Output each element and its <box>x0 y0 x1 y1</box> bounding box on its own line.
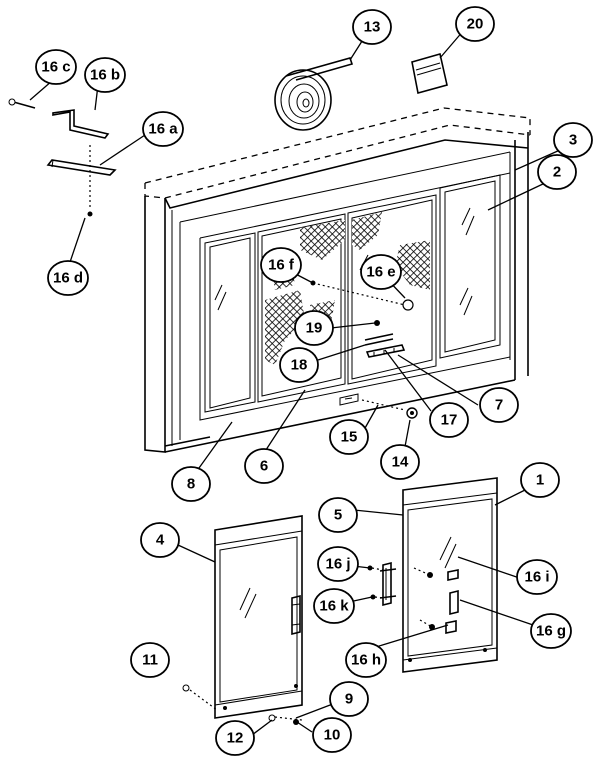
callout-3: 3 <box>553 122 593 158</box>
callout-label: 16 e <box>366 264 395 281</box>
callout-17: 17 <box>429 402 469 438</box>
callouts: 1 2 3 4 5 6 7 8 9 10 11 12 13 14 15 16 a… <box>35 6 593 756</box>
callout-8: 8 <box>171 466 211 502</box>
callout-label: 14 <box>392 454 409 471</box>
callout-16h: 16 h <box>345 642 387 678</box>
callout-16i: 16 i <box>516 559 558 595</box>
callout-10: 10 <box>312 717 352 753</box>
callout-label: 12 <box>227 730 244 747</box>
callout-15: 15 <box>329 419 369 455</box>
callout-19: 19 <box>294 310 334 346</box>
owners-manual <box>411 52 448 95</box>
callout-13: 13 <box>352 9 392 45</box>
callout-20: 20 <box>455 6 495 42</box>
callout-14: 14 <box>380 444 420 480</box>
callout-4: 4 <box>140 522 180 558</box>
callout-16j: 16 j <box>317 546 359 582</box>
callout-label: 16 k <box>319 598 349 615</box>
bracket-assembly <box>8 98 117 217</box>
callout-label: 16 c <box>41 59 70 76</box>
callout-label: 4 <box>156 532 165 549</box>
callout-label: 8 <box>187 476 195 493</box>
callout-label: 5 <box>334 507 342 524</box>
callout-label: 16 d <box>53 270 83 287</box>
callout-16d: 16 d <box>47 260 89 296</box>
right-door <box>402 477 498 673</box>
callout-9: 9 <box>329 681 369 717</box>
door-handle <box>367 561 397 607</box>
left-door <box>182 515 303 725</box>
callout-label: 16 h <box>351 652 381 669</box>
callout-label: 10 <box>324 727 341 744</box>
callout-label: 11 <box>142 652 158 669</box>
callout-16k: 16 k <box>313 588 355 624</box>
callout-label: 20 <box>467 16 484 33</box>
callout-11: 11 <box>130 642 170 678</box>
callout-16a: 16 a <box>142 111 184 147</box>
callout-label: 17 <box>441 412 458 429</box>
callout-label: 16 g <box>536 623 566 640</box>
callout-7: 7 <box>479 387 519 423</box>
callout-12: 12 <box>215 720 255 756</box>
callout-16c: 16 c <box>35 49 77 85</box>
callout-label: 18 <box>291 357 308 374</box>
callout-label: 16 f <box>268 257 295 274</box>
callout-2: 2 <box>537 154 577 190</box>
callout-label: 13 <box>364 19 381 36</box>
center-doors <box>257 194 437 419</box>
callout-16e: 16 e <box>360 254 402 290</box>
callout-label: 7 <box>495 397 503 414</box>
gasket-coil <box>274 57 354 131</box>
callout-16b: 16 b <box>84 57 126 93</box>
callout-label: 3 <box>569 132 577 149</box>
callout-label: 15 <box>341 429 358 446</box>
callout-label: 16 i <box>524 569 549 586</box>
callout-16f: 16 f <box>260 247 302 283</box>
callout-1: 1 <box>520 462 560 498</box>
left-fixed-panel <box>204 232 256 413</box>
callout-label: 1 <box>536 472 544 489</box>
callout-label: 19 <box>306 320 323 337</box>
leader-lines <box>29 29 561 736</box>
callout-18: 18 <box>279 347 319 383</box>
callout-5: 5 <box>318 497 358 533</box>
callout-label: 16 a <box>148 121 178 138</box>
right-fixed-panel <box>439 174 501 359</box>
fireplace-frame <box>144 107 531 453</box>
callout-label: 16 b <box>90 67 120 84</box>
callout-label: 2 <box>553 164 561 181</box>
callout-label: 9 <box>345 691 353 708</box>
callout-label: 6 <box>260 458 268 475</box>
callout-16g: 16 g <box>530 613 572 649</box>
callout-6: 6 <box>244 448 284 484</box>
callout-label: 16 j <box>325 556 350 573</box>
